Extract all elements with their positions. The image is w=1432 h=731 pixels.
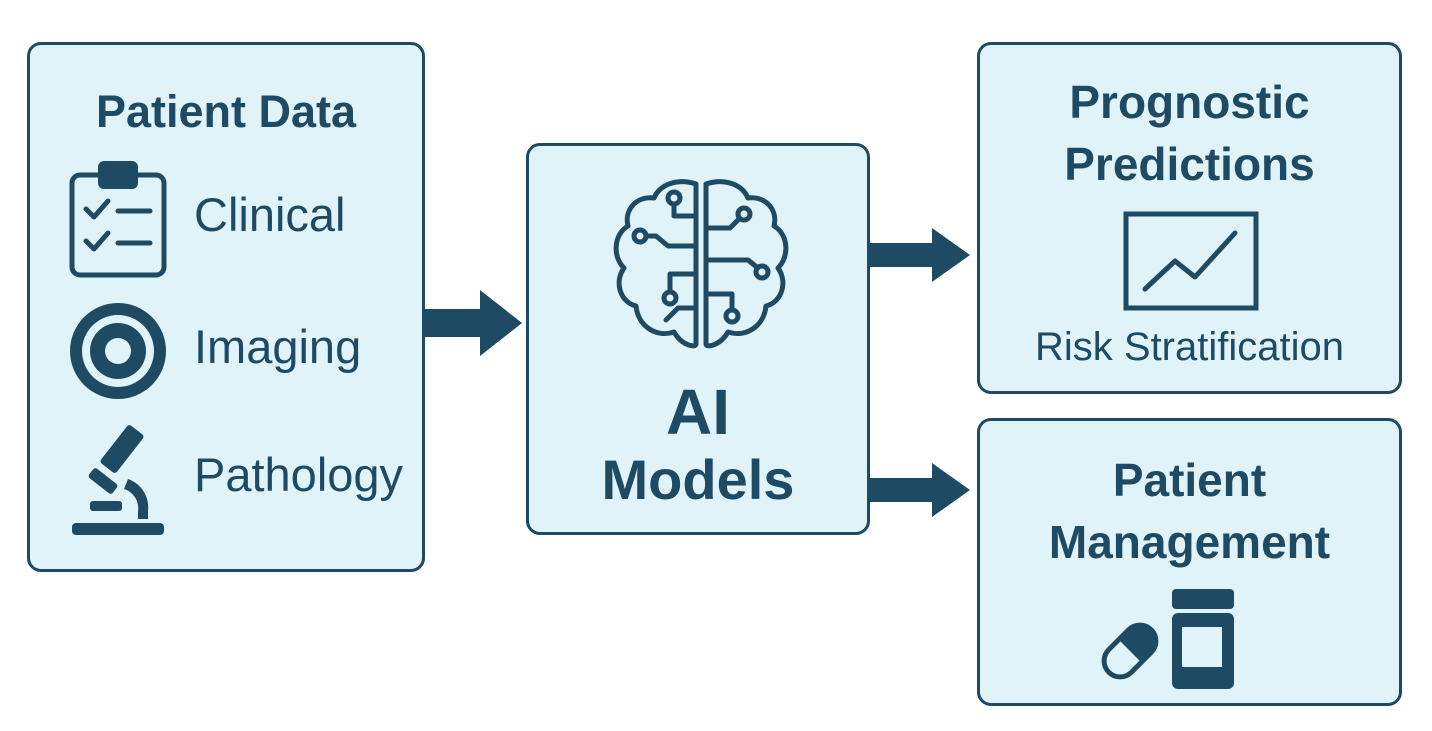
- arrow-ai-to-management: [870, 463, 970, 517]
- ai-models-title-line2: Models: [601, 448, 795, 511]
- clinical-label: Clinical: [194, 188, 346, 241]
- concentric-circle-scan-icon: [70, 303, 166, 399]
- brain-circuit-icon: [613, 179, 789, 349]
- arrow-ai-to-prognostic: [870, 228, 970, 282]
- prognostic-title-line2: Predictions: [1064, 138, 1315, 190]
- pathology-label: Pathology: [194, 448, 404, 501]
- pill-bottle-icon: [1101, 589, 1234, 689]
- risk-stratification-label: Risk Stratification: [1035, 325, 1344, 369]
- clipboard-checklist-icon: [69, 161, 167, 278]
- ai-models-title-line1: AI: [666, 376, 730, 448]
- patient-data-title: Patient Data: [95, 86, 357, 137]
- prognostic-title-line1: Prognostic: [1069, 76, 1310, 128]
- patient-management-title-line1: Patient: [1112, 454, 1267, 506]
- imaging-label: Imaging: [194, 320, 362, 373]
- line-chart-icon: [1123, 211, 1259, 311]
- arrow-input-to-ai: [425, 290, 522, 356]
- microscope-icon: [72, 425, 164, 535]
- ai-models-box: AI Models: [526, 143, 870, 535]
- patient-management-title-line2: Management: [1048, 516, 1331, 568]
- patient-data-box: Patient Data Clinical Imaging Pathology: [27, 42, 425, 572]
- prognostic-predictions-box: Prognostic Predictions Risk Stratificati…: [977, 42, 1402, 394]
- patient-management-box: Patient Management: [977, 418, 1402, 706]
